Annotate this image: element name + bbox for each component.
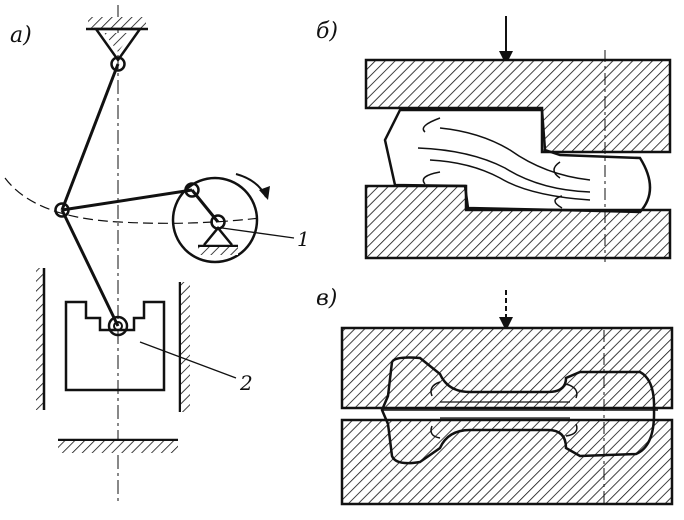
ram-joint — [107, 315, 129, 337]
lower-die-b — [364, 184, 672, 260]
fixed-pivot-icon — [198, 226, 238, 255]
top-fixed-support — [86, 17, 148, 63]
rotation-arrow-icon — [235, 173, 270, 200]
grain-flow-v — [430, 381, 578, 439]
toggle-joint — [54, 202, 70, 218]
connecting-rod — [61, 188, 193, 212]
upper-die-v — [340, 326, 674, 410]
workpiece-b — [383, 108, 652, 214]
upper-link — [60, 63, 120, 211]
forged-part-v — [380, 356, 656, 465]
crank-pin — [184, 182, 200, 198]
panel-v-die-section: в) — [316, 286, 674, 506]
lower-link — [60, 209, 120, 327]
upper-die-b — [364, 58, 672, 154]
bottom-base — [58, 438, 178, 453]
slider-ram — [64, 300, 166, 392]
callout-1: 1 — [297, 227, 310, 251]
callout-2-leader — [139, 341, 237, 379]
top-joint — [110, 56, 126, 72]
lower-die-v — [340, 418, 674, 506]
panel-b-die-section: б) — [316, 16, 672, 262]
panel-a-label: а) — [10, 23, 32, 48]
panel-a-mechanism: а) — [4, 5, 310, 505]
crank-wheel — [171, 176, 259, 264]
callout-2: 2 — [239, 371, 253, 395]
callout-1-leader — [221, 227, 295, 239]
panel-b-label: б) — [316, 19, 338, 44]
left-guide-rail — [36, 268, 46, 410]
grain-flow-b — [417, 117, 591, 209]
swing-path-arc — [4, 177, 261, 224]
right-guide-rail — [178, 282, 190, 412]
panel-v-label: в) — [316, 286, 337, 311]
